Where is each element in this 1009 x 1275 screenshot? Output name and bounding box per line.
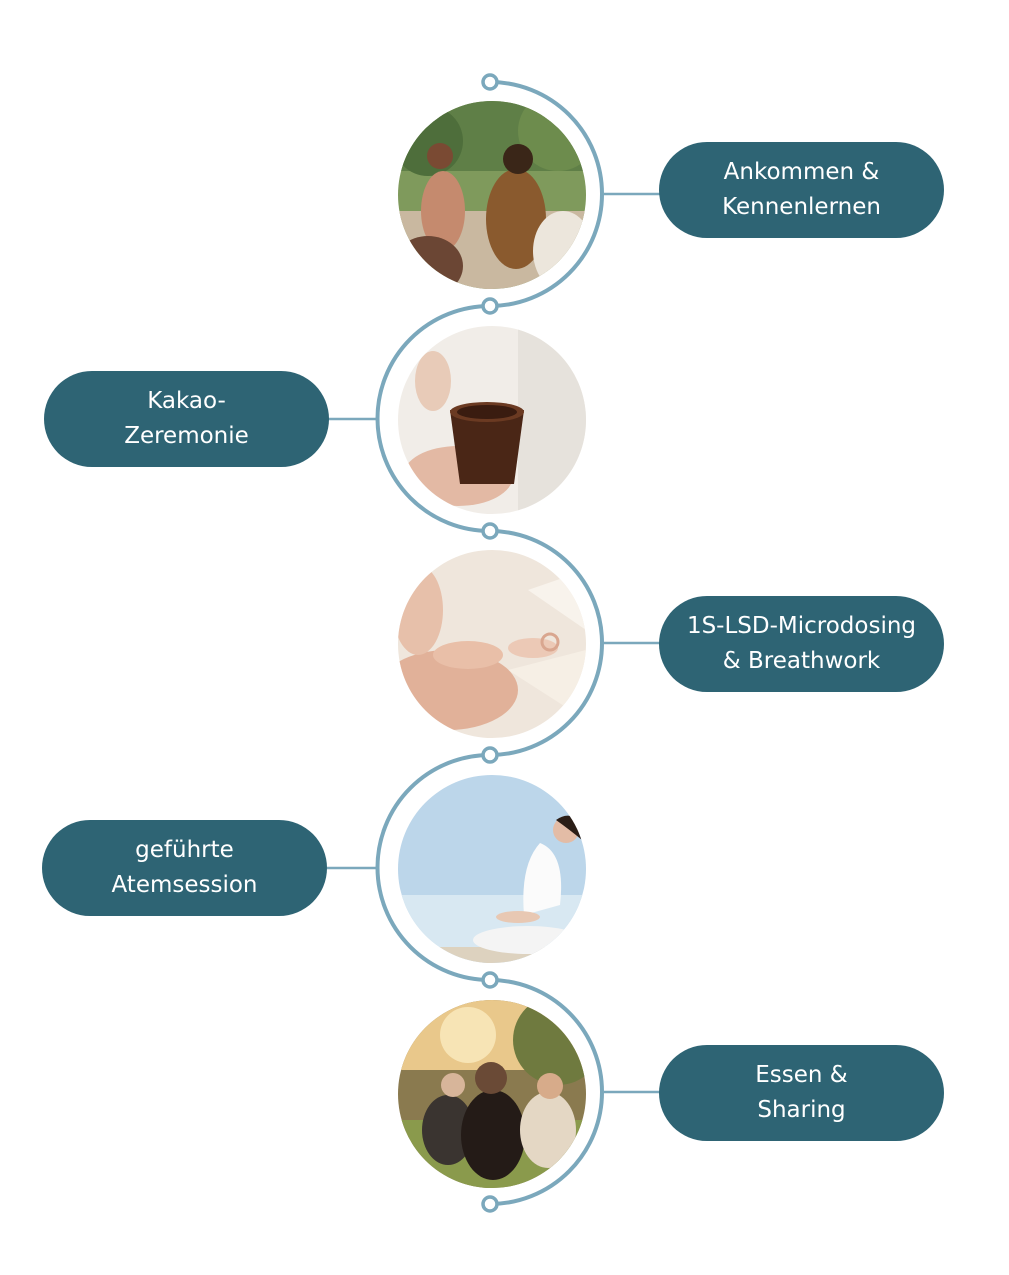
step-label-line: Atemsession <box>111 872 258 898</box>
serpentine-line <box>375 80 604 1206</box>
step-label-4: geführte Atemsession <box>42 820 327 916</box>
step-label-line: Sharing <box>757 1097 846 1123</box>
step-label-line: 1S-LSD-Microdosing <box>686 613 917 639</box>
timeline-node <box>481 1195 499 1213</box>
step-label-line: Kakao- <box>147 388 226 414</box>
photo-step-4 <box>398 775 586 963</box>
step-label-5: Essen & Sharing <box>659 1045 944 1141</box>
step-label-line: Zeremonie <box>124 423 249 449</box>
timeline-node <box>481 73 499 91</box>
timeline-node <box>481 746 499 764</box>
step-label-1: Ankommen & Kennenlernen <box>659 142 944 238</box>
step-label-line: Ankommen & <box>723 159 880 185</box>
photo-step-5 <box>398 1000 586 1188</box>
timeline-node <box>481 297 499 315</box>
photo-step-2 <box>398 326 586 514</box>
timeline-node <box>481 522 499 540</box>
step-label-2: Kakao- Zeremonie <box>44 371 329 467</box>
step-label-3: 1S-LSD-Microdosing & Breathwork <box>659 596 944 692</box>
step-label-line: geführte <box>135 837 234 863</box>
photo-step-1 <box>398 101 586 289</box>
timeline-node <box>481 971 499 989</box>
photo-step-3 <box>398 550 586 738</box>
step-label-line: & Breathwork <box>722 648 881 674</box>
step-label-line: Essen & <box>755 1062 848 1088</box>
step-label-line: Kennenlernen <box>722 194 881 220</box>
